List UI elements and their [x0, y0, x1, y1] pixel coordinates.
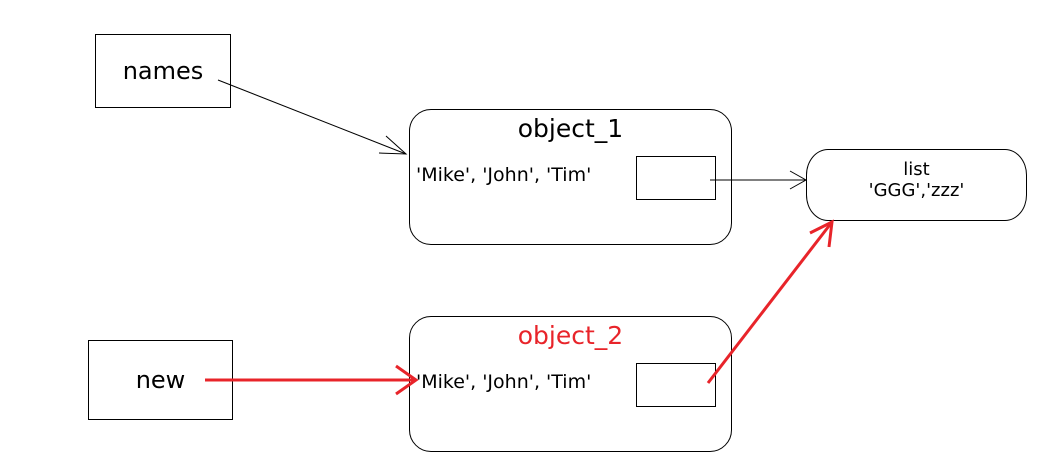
arrow-new-to-object-2 — [205, 364, 419, 396]
variable-label-new: new — [135, 366, 186, 394]
object-box-1: object_1 'Mike', 'John', 'Tim' — [409, 109, 732, 245]
arrow-object-1-to-list — [710, 170, 808, 190]
reference-slot-2 — [636, 363, 716, 407]
object-title-1: object_1 — [517, 114, 624, 143]
object-box-2: object_2 'Mike', 'John', 'Tim' — [409, 316, 732, 452]
variable-box-names: names — [95, 34, 231, 108]
list-values: 'GGG','zzz' — [868, 180, 965, 201]
arrow-object-2-to-list — [706, 219, 834, 384]
reference-slot-1 — [636, 156, 716, 200]
arrow-names-to-object-1 — [217, 79, 408, 155]
variable-label-names: names — [122, 57, 204, 85]
object-values-1: 'Mike', 'John', 'Tim' — [416, 164, 592, 186]
list-box: list 'GGG','zzz' — [806, 149, 1027, 221]
object-title-2: object_2 — [517, 321, 624, 350]
object-values-2: 'Mike', 'John', 'Tim' — [416, 371, 592, 393]
list-label: list — [903, 159, 930, 180]
